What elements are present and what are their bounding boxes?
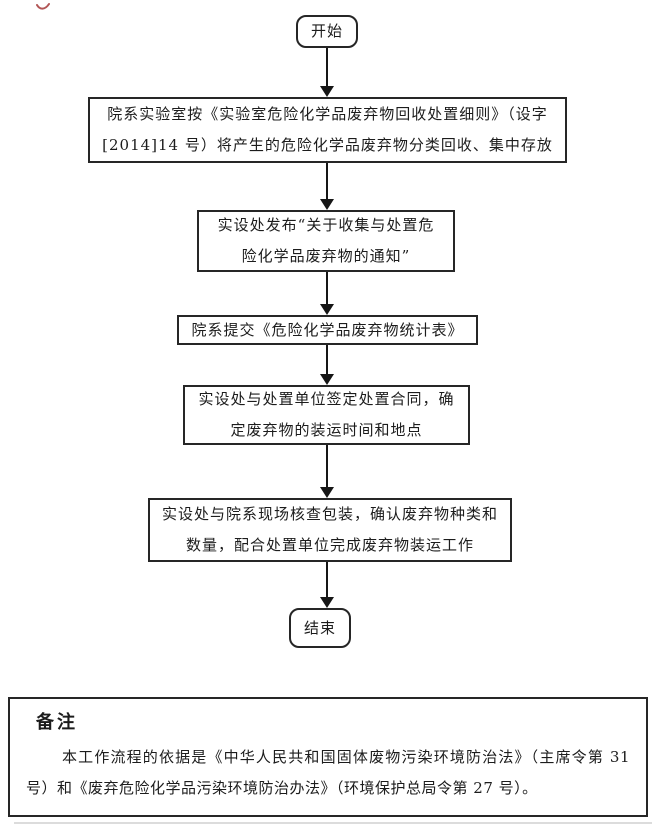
- flow-node-verify-line1: 实设处与院系现场核查包装，确认废弃物种类和: [161, 505, 498, 523]
- flow-arrow-line: [326, 562, 328, 597]
- page-bottom-shadow: [14, 822, 652, 824]
- flow-arrow-line: [326, 163, 328, 199]
- flow-node-publish-notice: 实设处发布“关于收集与处置危 险化学品废弃物的通知”: [197, 210, 455, 272]
- flow-arrow-head: [320, 597, 334, 608]
- flow-node-collect-line1: 院系实验室按《实验室危险化学品废弃物回收处置细则》（设字: [107, 105, 548, 123]
- flow-node-contract-line1: 实设处与处置单位签定处置合同，确: [198, 390, 455, 408]
- flow-arrow-line: [326, 272, 328, 304]
- flow-node-collect-waste: 院系实验室按《实验室危险化学品废弃物回收处置细则》（设字 [2014]14 号）…: [88, 97, 567, 163]
- flow-arrow-head: [320, 374, 334, 385]
- flow-node-sign-contract: 实设处与处置单位签定处置合同，确 定废弃物的装运时间和地点: [183, 385, 470, 445]
- flow-arrow-head: [320, 86, 334, 97]
- flow-arrow-head: [320, 304, 334, 315]
- flow-arrow-line: [326, 445, 328, 487]
- flow-node-start-label: 开始: [310, 22, 343, 40]
- flow-node-collect-line2: [2014]14 号）将产生的危险化学品废弃物分类回收、集中存放: [102, 136, 553, 154]
- flow-node-verify-ship: 实设处与院系现场核查包装，确认废弃物种类和 数量，配合处置单位完成废弃物装运工作: [148, 498, 512, 562]
- flow-arrow-head: [320, 199, 334, 210]
- remarks-body: 本工作流程的依据是《中华人民共和国固体废物污染环境防治法》（主席令第 31 号）…: [26, 748, 630, 797]
- red-annotation-mark: [36, 3, 50, 10]
- remarks-title: 备注: [36, 712, 78, 733]
- flow-node-end: 结束: [289, 608, 351, 648]
- flow-node-submit-form: 院系提交《危险化学品废弃物统计表》: [177, 315, 478, 345]
- flow-arrow-line: [326, 48, 328, 86]
- flow-node-verify-line2: 数量，配合处置单位完成废弃物装运工作: [185, 536, 474, 554]
- flow-node-submit-line1: 院系提交《危险化学品废弃物统计表》: [191, 320, 464, 339]
- flow-arrow-head: [320, 487, 334, 498]
- flow-node-end-label: 结束: [303, 618, 336, 637]
- flow-node-notice-line1: 实设处发布“关于收集与处置危: [217, 216, 435, 234]
- flow-node-start: 开始: [296, 15, 358, 48]
- flow-node-contract-line2: 定废弃物的装运时间和地点: [230, 421, 423, 439]
- flow-node-notice-line2: 险化学品废弃物的通知”: [241, 247, 411, 265]
- flow-arrow-line: [326, 345, 328, 374]
- remarks-panel: 备注 本工作流程的依据是《中华人民共和国固体废物污染环境防治法》（主席令第 31…: [8, 697, 648, 817]
